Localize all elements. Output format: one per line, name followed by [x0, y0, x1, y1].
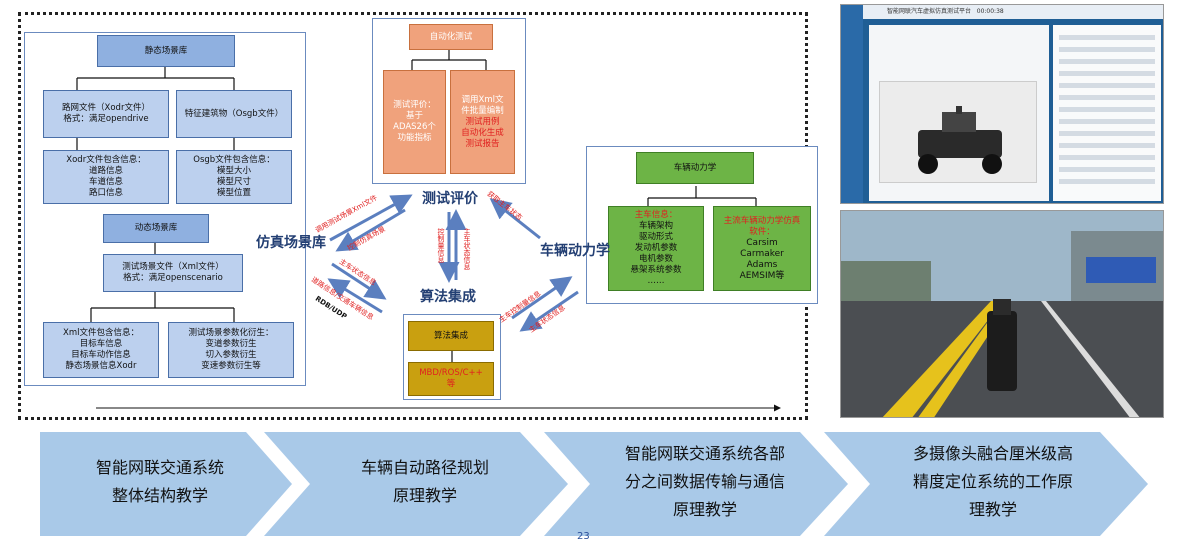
param-derive-box: 测试场景参数化衍生： 变道参数衍生 切入参数衍生 变速参数衍生等 [168, 322, 294, 378]
xodr-info-box: Xodr文件包含信息： 道路信息 车道信息 路口信息 [43, 150, 169, 204]
hub-scene-library-label: 仿真场景库 [256, 235, 326, 251]
sim-platform-screenshot: 智能网联汽车虚拟仿真测试平台 00:00:38 [840, 4, 1164, 204]
screenshot-titlebar: 智能网联汽车虚拟仿真测试平台 00:00:38 [863, 5, 1163, 19]
xml-batch-text: 调用Xml文 件批量编制 [461, 94, 504, 116]
dynamic-library-title: 动态场景库 [103, 214, 209, 243]
hub-algo-label: 算法集成 [420, 289, 476, 305]
osgb-info-box: Osgb文件包含信息： 模型大小 模型尺寸 模型位置 [176, 150, 292, 204]
vehicle-tree-lines [647, 186, 757, 206]
test-case-text: 测试用例 自动化生成 测试报告 [461, 116, 504, 149]
chevron-1 [40, 432, 292, 536]
label-ego-state-vertical: 主车状态信息 [463, 228, 471, 270]
footer-step-3: 智能网联交通系统各部 分之间数据传输与通信 原理教学 [624, 444, 785, 519]
footer-step-1: 智能网联交通系统 整体结构教学 [95, 458, 224, 505]
xml-scenario-box: 测试场景文件（Xml文件） 格式：满足openscenario [103, 254, 243, 292]
screenshot-settings-panel [1053, 25, 1161, 201]
algo-platform-box: MBD/ROS/C++ 等 [408, 362, 494, 396]
static-library-title: 静态场景库 [97, 35, 235, 67]
xml-info-box: Xml文件包含信息： 目标车信息 目标车动作信息 静态场景信息Xodr [43, 322, 159, 378]
software-label: 主流车辆动力学仿真 软件： [723, 215, 801, 237]
dynamics-software-box: 主流车辆动力学仿真 软件： Carsim Carmaker Adams AEMS… [713, 206, 811, 291]
chevron-2 [264, 432, 568, 536]
xodr-file-box: 路网文件（Xodr文件） 格式：满足opendrive [43, 90, 169, 138]
ego-vehicle-info-box: 主车信息： 车辆架构 驱动形式 发动机参数 电机参数 悬架系统参数 …… [608, 206, 704, 291]
hub-test-eval-label: 测试评价 [422, 191, 478, 207]
software-list: Carsim Carmaker Adams AEMSIM等 [739, 237, 785, 281]
screenshot-title: 智能网联汽车虚拟仿真测试平台 [887, 8, 972, 15]
algo-line [451, 351, 453, 362]
screenshot-3d-view [879, 81, 1037, 183]
algo-title-box: 算法集成 [408, 321, 494, 351]
auto-test-title: 自动化测试 [409, 24, 493, 50]
screenshot-main-area [869, 25, 1049, 201]
test-eval-box: 测试评价： 基于 ADAS26个 功能指标 [383, 70, 446, 174]
chevron-4 [824, 432, 1148, 536]
scene-tree-lines [76, 67, 235, 322]
road-scene-image [841, 211, 1163, 417]
driving-sim-photo [840, 210, 1164, 418]
ego-info-label: 主车信息： [634, 210, 678, 220]
footer-chevrons [40, 432, 1148, 536]
footer-step-4: 多摄像头融合厘米级高 精度定位系统的工作原 理教学 [912, 444, 1073, 519]
vehicle-dynamics-title: 车辆动力学 [636, 152, 754, 184]
vehicle-model-icon [918, 106, 1002, 174]
ego-info-list: 车辆架构 驱动形式 发动机参数 电机参数 悬架系统参数 …… [630, 221, 682, 286]
screenshot-time: 00:00:38 [976, 8, 1004, 15]
label-control-info: 控制量信息 [437, 228, 445, 263]
settings-rows [1059, 35, 1155, 184]
screenshot-sidebar [841, 5, 863, 203]
page-number: 23 [577, 531, 590, 542]
xml-batch-box: 调用Xml文 件批量编制 测试用例 自动化生成 测试报告 [450, 70, 515, 174]
auto-test-lines [411, 50, 487, 70]
chevron-3 [544, 432, 848, 536]
osgb-file-box: 特征建筑物（Osgb文件） [176, 90, 292, 138]
hub-vehicle-dynamics-label: 车辆动力学 [540, 243, 610, 259]
footer-step-2: 车辆自动路径规划 原理教学 [360, 458, 489, 505]
